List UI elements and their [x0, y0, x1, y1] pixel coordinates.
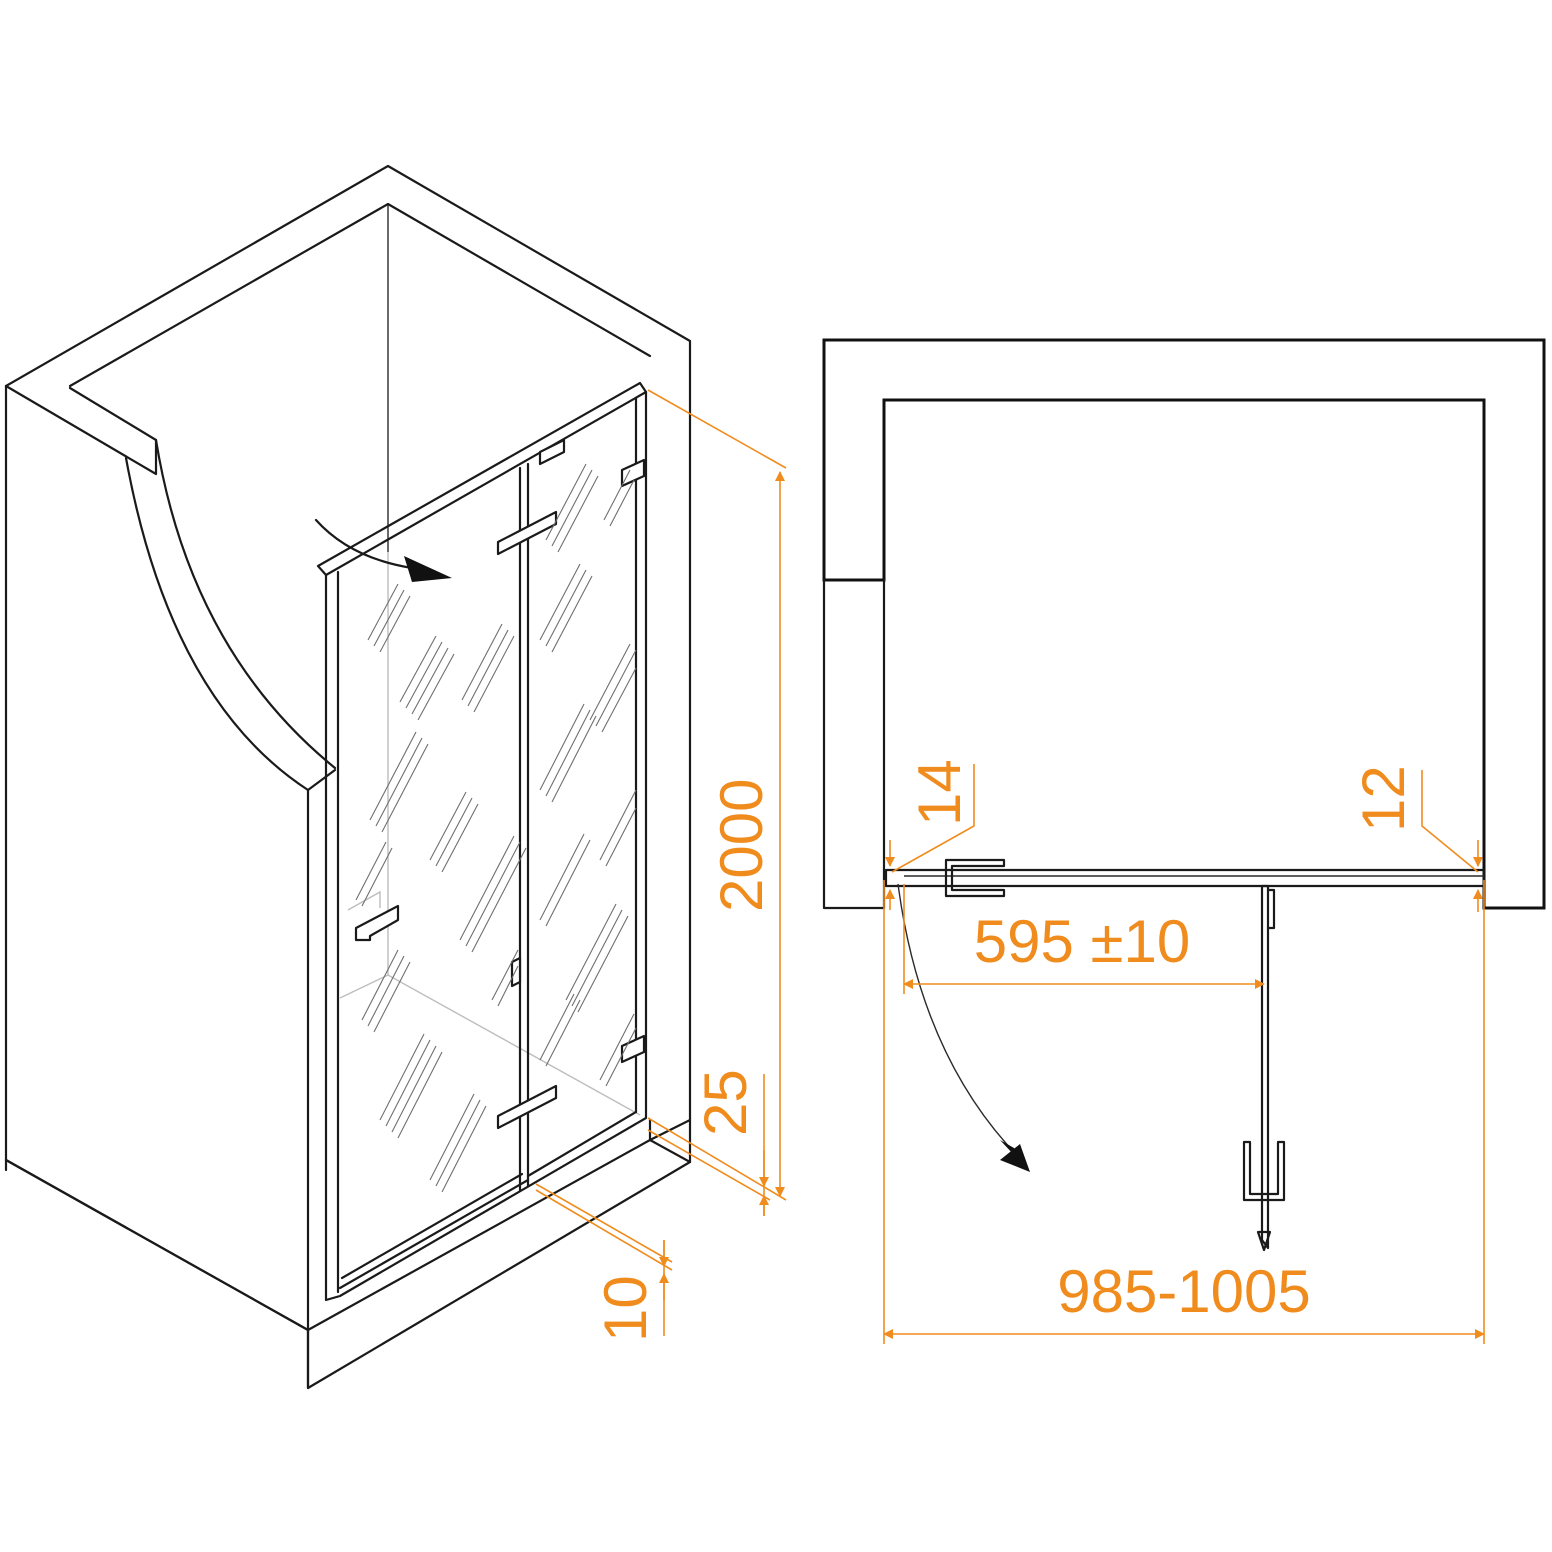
plan-handle-icon — [1242, 1140, 1286, 1202]
total-width-dimension-label: 985-1005 — [1057, 1258, 1311, 1325]
shower-tray — [4, 1138, 692, 1390]
plan-swing-arc — [897, 883, 1013, 1151]
door-fold-line — [518, 462, 530, 1192]
door-frame — [324, 390, 648, 1302]
isometric-view: 2000 25 10 — [4, 164, 787, 1390]
plan-swing-arrow-icon — [1000, 1144, 1030, 1172]
swing-arrow-icon — [314, 518, 414, 570]
wall-inner-top-edge — [68, 202, 652, 388]
plan-door-profile — [884, 868, 1486, 888]
left-wall — [4, 164, 692, 1142]
left-wall-front-face — [4, 384, 310, 1390]
glass-hatching — [355, 463, 637, 1193]
plan-open-panel — [1260, 884, 1270, 1250]
right-gap-dimension-label: 12 — [1350, 765, 1417, 832]
height-dimension-label: 2000 — [708, 779, 775, 912]
door-width-dimension-label: 595 ±10 — [974, 908, 1190, 975]
bottom-offset-dimension-label: 25 — [692, 1069, 759, 1136]
door-handle-icon — [354, 904, 400, 942]
plan-left-wall — [822, 578, 886, 910]
plan-view: 14 12 595 ±10 985-1005 — [822, 338, 1546, 1344]
wall-curve-outer — [154, 438, 337, 770]
wall-curve-inner — [124, 456, 310, 792]
left-gap-dimension-label: 14 — [906, 759, 973, 826]
plan-hinge-icon — [944, 858, 1006, 898]
wall-cap — [4, 384, 158, 476]
threshold-dimension-label: 10 — [592, 1275, 659, 1342]
